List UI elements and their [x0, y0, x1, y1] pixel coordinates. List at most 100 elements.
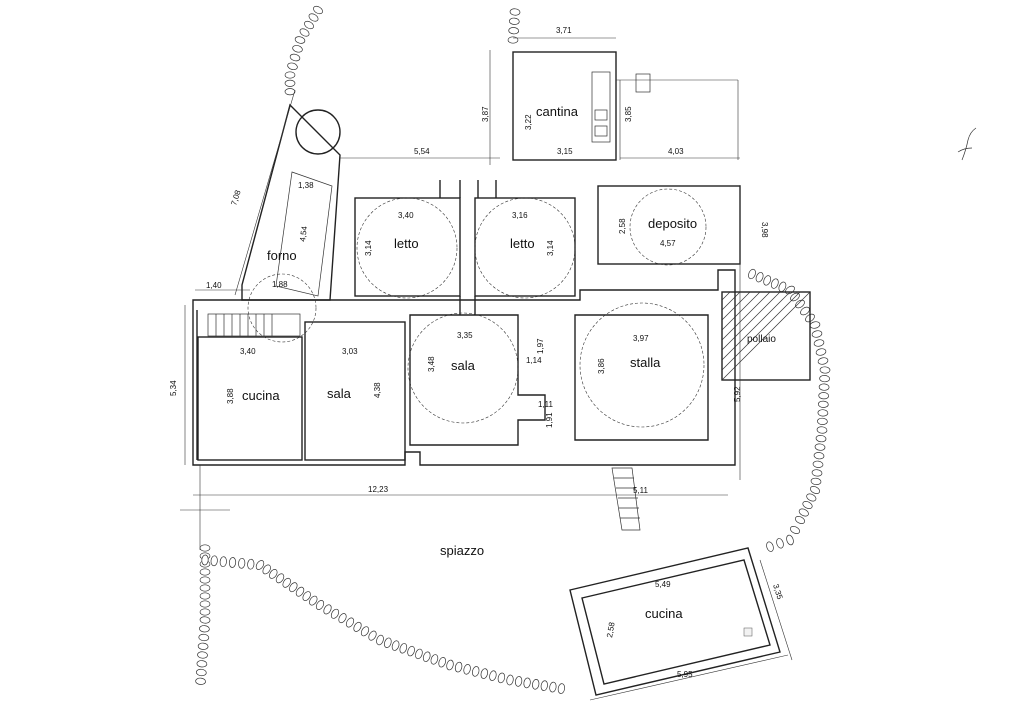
- dim-forno-length: 4,54: [298, 225, 309, 242]
- stone: [195, 677, 206, 685]
- stone: [755, 272, 764, 283]
- upper-rooms: [354, 51, 741, 315]
- dim-111: 1,11: [538, 400, 554, 409]
- label-deposito: deposito: [648, 216, 697, 231]
- stone: [446, 659, 454, 671]
- dim-letto1-w: 3,40: [398, 211, 414, 220]
- stone: [330, 608, 340, 619]
- main-building: [192, 269, 811, 531]
- stone: [262, 564, 271, 575]
- label-pollaio: pollaio: [747, 334, 776, 345]
- dim-403: 4,03: [668, 147, 684, 156]
- stone: [549, 681, 557, 693]
- stone: [323, 604, 332, 615]
- stair-exterior: [611, 467, 641, 531]
- stone: [815, 348, 827, 356]
- stone: [255, 560, 265, 570]
- stone: [489, 670, 497, 681]
- dim-annex-h: 2,58: [605, 621, 617, 638]
- dim-cantina-height: 3,85: [624, 106, 633, 122]
- stone: [454, 661, 463, 673]
- stone: [199, 592, 211, 600]
- dim-letto1-h: 3,14: [364, 240, 373, 256]
- dim-letto2-w: 3,16: [512, 211, 528, 220]
- stone: [794, 516, 806, 524]
- stone: [269, 569, 278, 579]
- dim-sala2-w: 3,35: [457, 331, 473, 340]
- stone: [816, 426, 828, 434]
- dim-cantina-left: 3,22: [524, 114, 533, 130]
- stone: [228, 557, 237, 568]
- stone: [299, 28, 310, 37]
- stone: [430, 654, 439, 665]
- stone: [196, 660, 208, 668]
- label-cucina-annex: cucina: [645, 606, 683, 621]
- dim-annex-side: 3,35: [771, 583, 785, 601]
- stone: [294, 36, 306, 44]
- dim-deposito-h: 2,58: [618, 218, 627, 234]
- stone: [407, 645, 415, 657]
- dim-114: 1,14: [526, 356, 542, 365]
- pencil-mark: [957, 127, 977, 161]
- stone: [199, 625, 210, 633]
- stone: [338, 613, 347, 624]
- label-forno: forno: [267, 248, 297, 263]
- stone: [817, 417, 828, 425]
- dimension-labels: 3,71 3,22 3,15 3,85 3,87 5,54 4,03 7,08 …: [169, 26, 785, 679]
- stone: [810, 477, 822, 485]
- stone: [399, 643, 408, 654]
- forno-building: [241, 103, 341, 301]
- stone: [295, 586, 305, 597]
- stone: [210, 555, 218, 567]
- label-letto-right: letto: [510, 236, 535, 251]
- stone: [814, 443, 826, 451]
- stone: [199, 576, 211, 584]
- stone: [507, 36, 519, 44]
- dim-554: 5,54: [414, 147, 430, 156]
- stone: [219, 556, 227, 568]
- stone: [247, 558, 255, 570]
- stone: [532, 678, 540, 690]
- stone: [391, 640, 400, 651]
- stone: [514, 676, 523, 687]
- stone: [199, 544, 211, 552]
- stone: [557, 683, 566, 694]
- stone: [817, 400, 829, 408]
- stone: [497, 672, 506, 684]
- stone: [199, 600, 211, 608]
- stone: [198, 633, 210, 642]
- stone: [506, 674, 514, 686]
- stone: [353, 621, 362, 632]
- stone: [480, 668, 488, 679]
- stone: [508, 17, 520, 25]
- dim-letto2-h: 3,14: [546, 240, 555, 256]
- stone: [368, 630, 377, 641]
- label-sala-left: sala: [327, 386, 352, 401]
- stone: [197, 642, 209, 650]
- stone: [308, 13, 319, 22]
- stone: [508, 27, 520, 35]
- stone: [292, 45, 303, 53]
- stone: [786, 534, 794, 546]
- vault-circles: [247, 188, 707, 428]
- stone: [284, 71, 296, 79]
- dim-cantina-top: 3,71: [556, 26, 572, 35]
- stone: [197, 651, 208, 659]
- stone: [472, 666, 480, 677]
- label-spiazzo: spiazzo: [440, 543, 484, 558]
- stone: [238, 557, 246, 569]
- stone: [811, 330, 823, 338]
- dim-stalla-w: 3,97: [633, 334, 649, 343]
- stone: [360, 626, 370, 637]
- stone: [438, 657, 447, 668]
- dim-sala2-h: 3,48: [427, 356, 436, 372]
- stone: [284, 79, 296, 87]
- dim-191: 1,91: [545, 412, 554, 428]
- stone: [776, 538, 784, 549]
- stone: [302, 591, 311, 601]
- dim-bottom-total: 12,23: [368, 485, 389, 494]
- stone: [289, 53, 301, 62]
- dim-197: 1,97: [536, 338, 545, 354]
- stone: [812, 460, 824, 468]
